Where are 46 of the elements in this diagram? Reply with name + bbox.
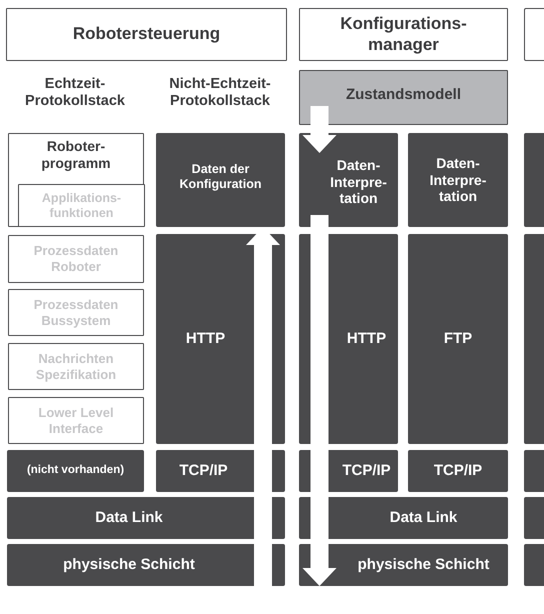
node-label: Daten der Konfiguration [178, 162, 262, 192]
program-box [8, 133, 144, 227]
node-label: physische Schicht [63, 556, 195, 574]
column-heading: Echtzeit- Protokollstack [24, 76, 126, 111]
arrow [302, 497, 336, 586]
layer-box [8, 235, 144, 283]
node-label: Robotersteuerung [72, 24, 220, 45]
node-label: Nachrichten Spezifikation [34, 350, 118, 382]
node-label: HTTP [346, 330, 386, 348]
node-label: Lower Level Interface [37, 404, 115, 436]
node-label: (nicht vorhanden) [26, 464, 124, 478]
node-label: Daten- Interpre- tation [430, 154, 486, 206]
layer-box [408, 450, 508, 492]
node-label: Prozessdaten Roboter [32, 243, 120, 275]
layer-box [299, 497, 508, 539]
layer-box [7, 544, 285, 586]
layer-box [18, 184, 145, 227]
layer-box [8, 289, 144, 336]
node-label: Konfigurations- manager [340, 14, 467, 55]
layer-box [408, 133, 508, 227]
header-box [299, 8, 508, 61]
header-box [6, 8, 287, 61]
node-label: physische Schicht [358, 556, 490, 574]
column-heading: Nicht-Echtzeit- Protokollstack [168, 76, 272, 111]
node-label: Daten- Interpre- tation [330, 156, 387, 208]
node-label: Data Link [95, 509, 163, 527]
node-label: HTTP [186, 330, 226, 348]
model-box [299, 70, 508, 125]
node-label: TCP/IP [434, 462, 482, 480]
layer-box [7, 497, 285, 539]
arrow [302, 106, 336, 153]
node-label: Data Link [390, 509, 458, 527]
node-label: FTP [444, 330, 472, 348]
layer-box [7, 450, 144, 492]
layer-box [156, 133, 285, 227]
node-label: Prozessdaten Bussystem [32, 296, 120, 328]
layer-box [8, 397, 144, 444]
layer-box [408, 234, 508, 444]
node-label: Applikations- funktionen [42, 190, 122, 220]
node-label: Zustandsmodell [346, 86, 461, 104]
layer-box [299, 133, 398, 227]
node-label: TCP/IP [179, 462, 228, 480]
layer-box [8, 343, 144, 390]
node-label: TCP/IP [342, 462, 391, 480]
node-label: Roboter- programm [41, 138, 111, 172]
layer-box [299, 544, 508, 586]
